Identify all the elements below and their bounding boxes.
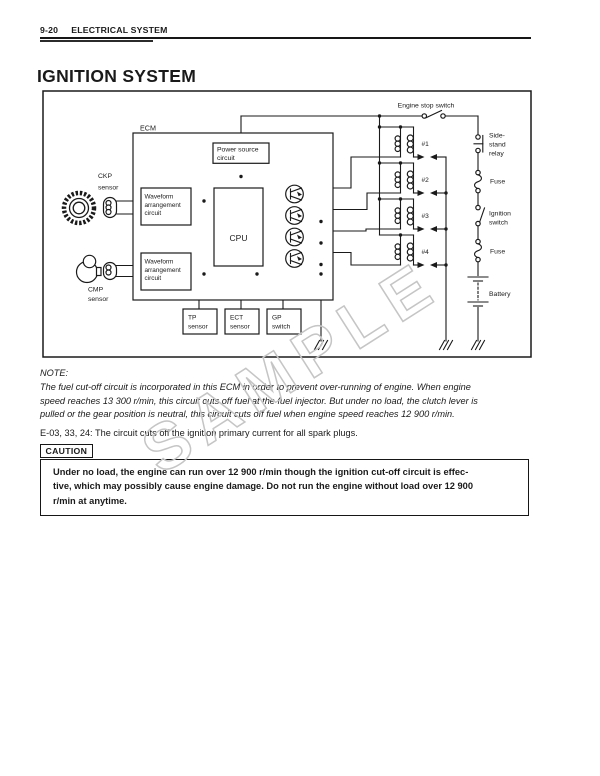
waveform-circuit-box-1: [140, 187, 192, 226]
note-line: speed reaches 13 300 r/min, this circuit…: [40, 395, 478, 406]
fuse-upper-label: Fuse: [490, 179, 505, 186]
cpu-label: CPU: [230, 233, 248, 243]
caution-line: r/min at anytime.: [53, 495, 127, 506]
transistor-icon: [285, 227, 304, 247]
ckp-pickup-coil-icon: [102, 196, 118, 219]
coil-1-label: #1: [422, 141, 430, 148]
waveform1-line3: circuit: [145, 210, 162, 217]
page-number: 9-20: [40, 25, 59, 35]
engine-stop-switch-label: Engine stop switch: [398, 103, 455, 110]
side-stand-relay-label-1: Side-: [489, 133, 505, 140]
page-title: IGNITION SYSTEM: [37, 66, 197, 86]
gp-label-1: GP: [272, 315, 282, 322]
note-heading: NOTE:: [40, 368, 69, 378]
ckp-label-2: sensor: [98, 185, 119, 192]
ect-label-1: ECT: [230, 315, 243, 322]
tp-label-2: sensor: [188, 324, 209, 331]
ground-icon: [438, 339, 454, 351]
note-line: The fuel cut-off circuit is incorporated…: [40, 382, 471, 392]
waveform1-line1: Waveform: [145, 194, 174, 201]
caution-line: Under no load, the engine can run over 1…: [53, 466, 469, 477]
note-paragraph: The fuel cut-off circuit is incorporated…: [40, 381, 478, 422]
ignitor-transistors: [285, 184, 304, 268]
side-stand-relay-label-2: stand: [489, 142, 506, 149]
application-note: E-03, 33, 24: The circuit cuts off the i…: [40, 427, 358, 438]
side-stand-relay-label-3: relay: [489, 151, 504, 158]
note-line: pulled or the gear position is neutral, …: [40, 409, 455, 420]
ckp-label-1: CKP: [98, 173, 112, 180]
battery-icon: [467, 276, 489, 307]
tp-label-1: TP: [188, 315, 197, 322]
transistor-icon: [285, 184, 304, 204]
caution-badge: CAUTION: [40, 443, 93, 458]
caution-line: tive, which may possibly cause engine da…: [53, 481, 474, 492]
coil-4-label: #4: [422, 249, 430, 256]
cmp-pickup-coil-icon: [102, 261, 118, 281]
ground-icon: [313, 339, 329, 351]
cmp-label-2: sensor: [88, 296, 109, 303]
junction-dots: [202, 114, 448, 276]
battery-label: Battery: [489, 291, 511, 298]
fuse-lower-icon: [474, 238, 482, 263]
cpu-box: [213, 187, 264, 267]
ect-sensor-box: [224, 308, 260, 335]
ect-label-2: sensor: [230, 324, 251, 331]
coil-2-label: #2: [422, 177, 430, 184]
header-subrule: [40, 39, 153, 43]
ignition-coil-1: #1: [378, 126, 447, 160]
coil-3-label: #3: [422, 213, 430, 220]
ecm-label: ECM: [140, 124, 156, 133]
header-rule: [40, 36, 531, 39]
transistor-icon: [285, 249, 304, 268]
engine-stop-switch-icon: [421, 109, 446, 119]
waveform-circuit-box-2: [140, 252, 192, 291]
gp-switch-box: [266, 308, 302, 335]
ignition-coil-3: #3: [378, 198, 447, 232]
waveform2-line2: arrangement: [145, 267, 181, 274]
fuse-upper-icon: [474, 169, 482, 194]
ignition-switch-label-1: Ignition: [489, 211, 511, 218]
power-source-label-1: Power source: [217, 147, 259, 154]
cmp-label-1: CMP: [88, 287, 104, 294]
transistor-icon: [285, 206, 304, 225]
tp-sensor-box: [182, 308, 218, 335]
ground-icon: [470, 339, 486, 351]
side-stand-relay-icon: [473, 134, 484, 154]
gp-label-2: switch: [272, 324, 291, 331]
caution-box: Under no load, the engine can run over 1…: [40, 458, 529, 516]
waveform1-line2: arrangement: [145, 202, 181, 209]
page-header: 9-20 ELECTRICAL SYSTEM: [40, 25, 168, 35]
section-title: ELECTRICAL SYSTEM: [71, 25, 168, 35]
ignition-switch-label-2: switch: [489, 220, 508, 227]
cmp-sensor-icon: [75, 254, 102, 284]
ignition-coils: #1 #2 #3 #4: [378, 126, 447, 268]
power-source-circuit-box: [212, 142, 270, 164]
power-source-label-2: circuit: [217, 155, 235, 162]
ignition-switch-icon: [475, 204, 486, 227]
waveform2-line3: circuit: [145, 275, 162, 282]
ignition-coil-2: #2: [378, 162, 447, 196]
ignition-coil-4: #4: [378, 234, 447, 268]
ckp-rotor-icon: [61, 190, 97, 226]
fuse-lower-label: Fuse: [490, 249, 505, 256]
ground-icons: [313, 339, 486, 351]
waveform2-line1: Waveform: [145, 259, 174, 266]
